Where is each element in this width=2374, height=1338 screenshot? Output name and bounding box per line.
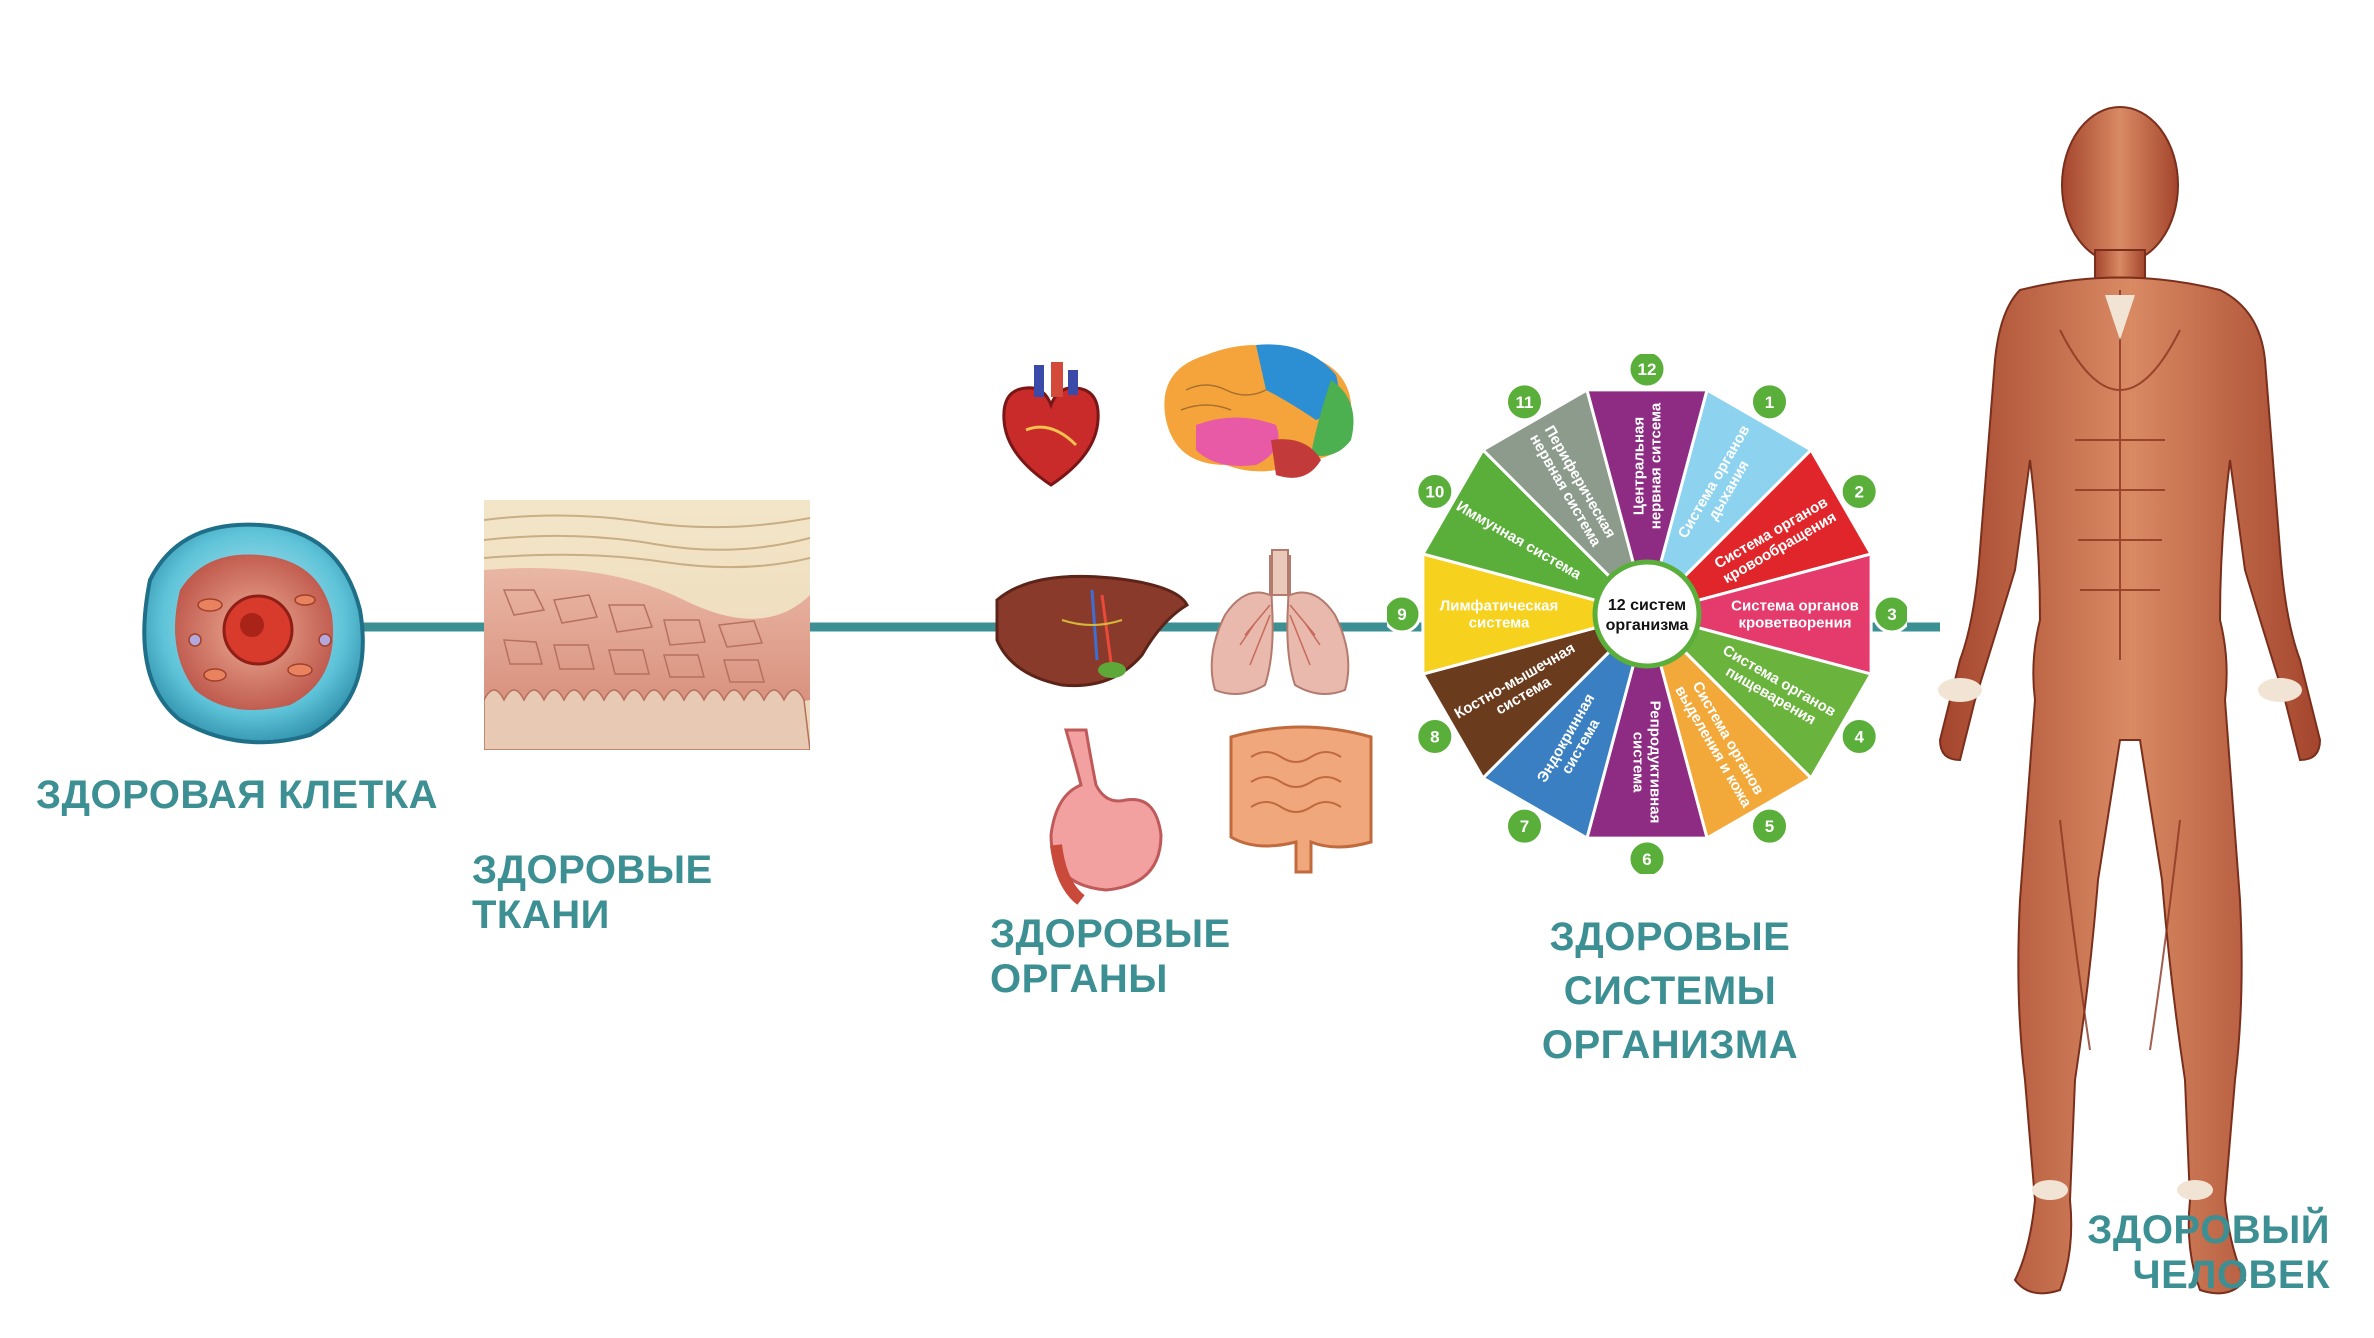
wheel-badge-8 xyxy=(1415,717,1455,756)
body-silhouette xyxy=(1938,106,2322,1295)
wheel-badge-number-6: 6 xyxy=(1642,850,1651,869)
wheel-badge-12 xyxy=(1627,354,1667,389)
liver-illustration xyxy=(995,574,1189,688)
tissue-basal-row xyxy=(484,689,810,750)
tendons xyxy=(1938,295,2302,1200)
wheel-badge-number-3: 3 xyxy=(1887,605,1896,624)
wheel-badge-9 xyxy=(1387,594,1422,634)
stomach-illustration xyxy=(1049,728,1163,905)
muscle-lines xyxy=(2059,290,2181,1051)
wheel-badge-number-9: 9 xyxy=(1397,605,1406,624)
wheel-badge-2 xyxy=(1839,472,1879,511)
wheel-badge-4 xyxy=(1839,717,1879,756)
wheel-badge-7 xyxy=(1505,806,1544,846)
wheel-badge-number-11: 11 xyxy=(1516,393,1534,412)
wheel-badge-number-8: 8 xyxy=(1430,728,1439,747)
brain-illustration xyxy=(1164,344,1354,478)
label-healthy-systems: ЗДОРОВЫЕ СИСТЕМЫ ОРГАНИЗМА xyxy=(1541,915,1799,1067)
wheel-badge-10 xyxy=(1415,472,1455,511)
tissue-surface-layer xyxy=(484,514,810,569)
wheel-badge-number-12: 12 xyxy=(1638,360,1657,379)
wheel-badge-number-5: 5 xyxy=(1765,817,1774,836)
wheel-badge-1 xyxy=(1750,382,1789,422)
tissue-cells xyxy=(502,589,765,683)
wheel-badge-number-2: 2 xyxy=(1854,483,1863,502)
tissue-illustration xyxy=(484,500,810,750)
wheel-badge-number-10: 10 xyxy=(1425,483,1444,502)
cell-organelles xyxy=(188,594,332,682)
cell-illustration xyxy=(142,522,365,745)
label-healthy-cell: ЗДОРОВАЯ КЛЕТКА xyxy=(36,773,438,817)
wheel-badge-number-1: 1 xyxy=(1765,393,1774,412)
label-healthy-organs: ЗДОРОВЫЕ ОРГАНЫ xyxy=(990,912,1231,1001)
wheel-badge-6 xyxy=(1627,839,1667,874)
lungs-illustration xyxy=(1210,549,1350,695)
wheel-label-6: Репродуктивнаясистема xyxy=(1630,701,1664,824)
intestines-illustration xyxy=(1229,725,1373,874)
cell-nucleolus xyxy=(240,613,264,637)
label-healthy-person: ЗДОРОВЫЙ ЧЕЛОВЕК xyxy=(2087,1208,2330,1297)
wheel-segments xyxy=(1420,387,1874,841)
human-figure xyxy=(1938,106,2322,1295)
wheel-badge-number-7: 7 xyxy=(1520,817,1529,836)
wheel-badge-5 xyxy=(1750,806,1789,846)
wheel-label-12: Центральнаянервная ситсема xyxy=(1631,402,1665,529)
heart-illustration xyxy=(1002,362,1100,487)
label-healthy-tissues: ЗДОРОВЫЕ ТКАНИ xyxy=(472,848,713,937)
wheel-badge-3 xyxy=(1872,594,1907,634)
wheel-badge-number-4: 4 xyxy=(1854,728,1864,747)
wheel-center xyxy=(1592,559,1702,669)
wheel-badge-11 xyxy=(1505,382,1544,422)
